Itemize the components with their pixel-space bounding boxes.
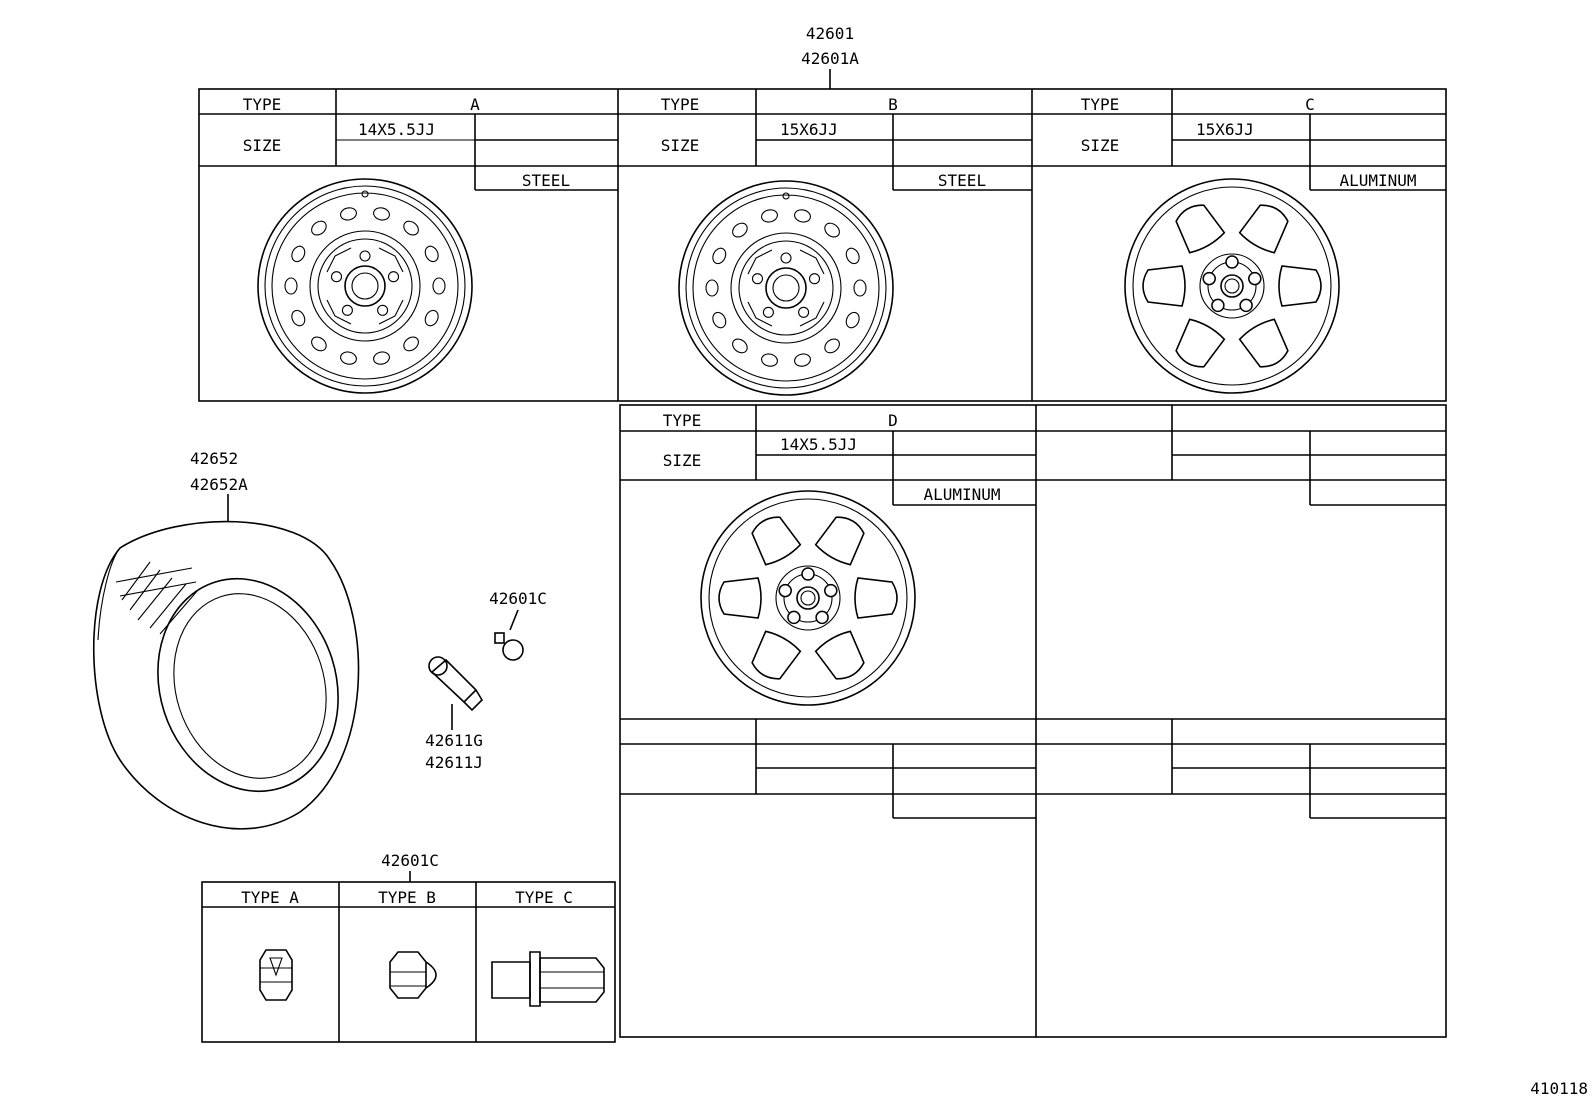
valve-cap-leader [509,609,519,631]
type-label-d: TYPE [663,411,702,430]
material-c: ALUMINUM [1339,171,1416,190]
size-label-d: SIZE [663,451,702,470]
size-label-a: SIZE [243,136,282,155]
nut-type-b-drawing [389,951,437,999]
nut-type-a-drawing [259,949,293,1001]
nut-type-c-label: TYPE C [515,888,573,907]
valve-stem-drawing [428,656,484,712]
wheel-table-bottom [619,404,1447,1038]
wheel-part-number: 42601 [806,24,854,43]
size-value-b: 15X6JJ [780,120,838,139]
material-d: ALUMINUM [923,485,1000,504]
size-label-c: SIZE [1081,136,1120,155]
size-value-a: 14X5.5JJ [358,120,435,139]
valve-cap-drawing [494,632,524,661]
type-value-b: B [888,95,898,114]
tire-part-number: 42652 [190,449,238,468]
nut-type-a-label: TYPE A [241,888,299,907]
alloy-wheel-d-drawing [700,490,916,706]
diagram-code: 410118 [1530,1079,1588,1098]
alloy-wheel-c-drawing [1124,178,1340,394]
nut-part-number: 42601C [381,851,439,870]
nut-type-c-drawing [491,951,605,1007]
type-value-a: A [470,95,480,114]
valve-cap-part-number: 42601C [489,589,547,608]
steel-wheel-a-drawing [257,178,473,394]
type-label-c: TYPE [1081,95,1120,114]
size-value-c: 15X6JJ [1196,120,1254,139]
size-value-d: 14X5.5JJ [780,435,857,454]
material-a: STEEL [522,171,570,190]
steel-wheel-b-drawing [678,180,894,396]
wheel-part-number-alt: 42601A [801,49,859,68]
nut-type-b-label: TYPE B [378,888,436,907]
nut-table [201,881,616,1043]
size-label-b: SIZE [661,136,700,155]
material-b: STEEL [938,171,986,190]
type-value-d: D [888,411,898,430]
valve-stem-part-number-alt: 42611J [425,753,483,772]
valve-stem-part-number: 42611G [425,731,483,750]
wheel-table-top [198,88,1447,402]
tire-drawing [92,520,360,830]
tire-part-number-alt: 42652A [190,475,248,494]
type-value-c: C [1305,95,1315,114]
type-label-b: TYPE [661,95,700,114]
type-label-a: TYPE [243,95,282,114]
